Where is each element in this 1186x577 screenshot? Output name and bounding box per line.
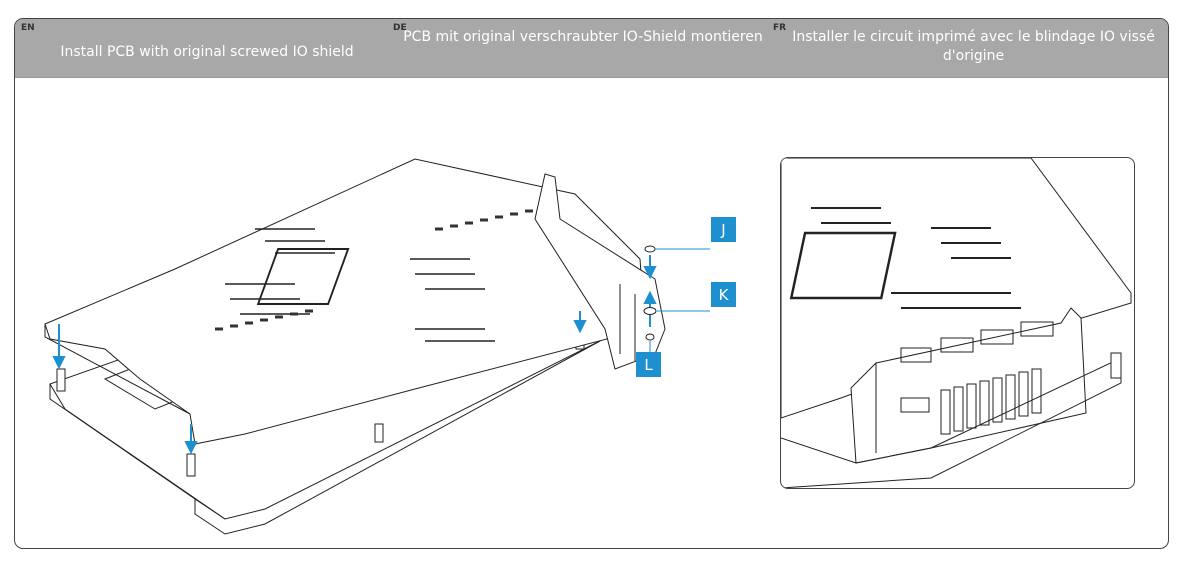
displayport — [980, 329, 1014, 345]
io-bracket — [534, 173, 666, 370]
language-tag-fr: FR — [773, 23, 787, 33]
pcb-installation-illustration — [44, 158, 710, 535]
language-tag-en: EN — [21, 23, 35, 33]
displayport — [1020, 321, 1054, 337]
standoff — [186, 453, 196, 477]
language-tag-de: DE — [393, 23, 407, 33]
hdmi-port — [900, 397, 930, 413]
header-column-en: EN Install PCB with original screwed IO … — [15, 19, 387, 77]
instruction-header: EN Install PCB with original screwed IO … — [15, 19, 1168, 78]
gpu-core — [256, 248, 350, 305]
callout-j: J — [711, 217, 736, 242]
instruction-title-en: Install PCB with original screwed IO shi… — [60, 44, 354, 60]
hdmi-port — [900, 347, 932, 363]
io-shield-detail-inset — [780, 157, 1135, 489]
standoff — [56, 368, 66, 392]
instruction-title-de: PCB mit original verschraubter IO-Shield… — [403, 29, 763, 45]
standoff — [1110, 352, 1122, 379]
instruction-title-fr: Installer le circuit imprimé avec le bli… — [792, 29, 1155, 64]
pcb-board — [44, 158, 646, 445]
header-column-de: DE PCB mit original verschraubter IO-Shi… — [387, 19, 767, 77]
displayport — [940, 337, 974, 353]
header-column-fr: FR Installer le circuit imprimé avec le … — [767, 19, 1168, 77]
standoff — [374, 423, 384, 443]
callout-l: L — [636, 352, 661, 377]
io-shield-detail-illustration — [781, 158, 1132, 488]
callout-k: K — [711, 282, 736, 307]
vent-slots — [940, 368, 1042, 435]
instruction-panel: EN Install PCB with original screwed IO … — [14, 18, 1169, 549]
gpu-core-detail — [789, 231, 897, 300]
